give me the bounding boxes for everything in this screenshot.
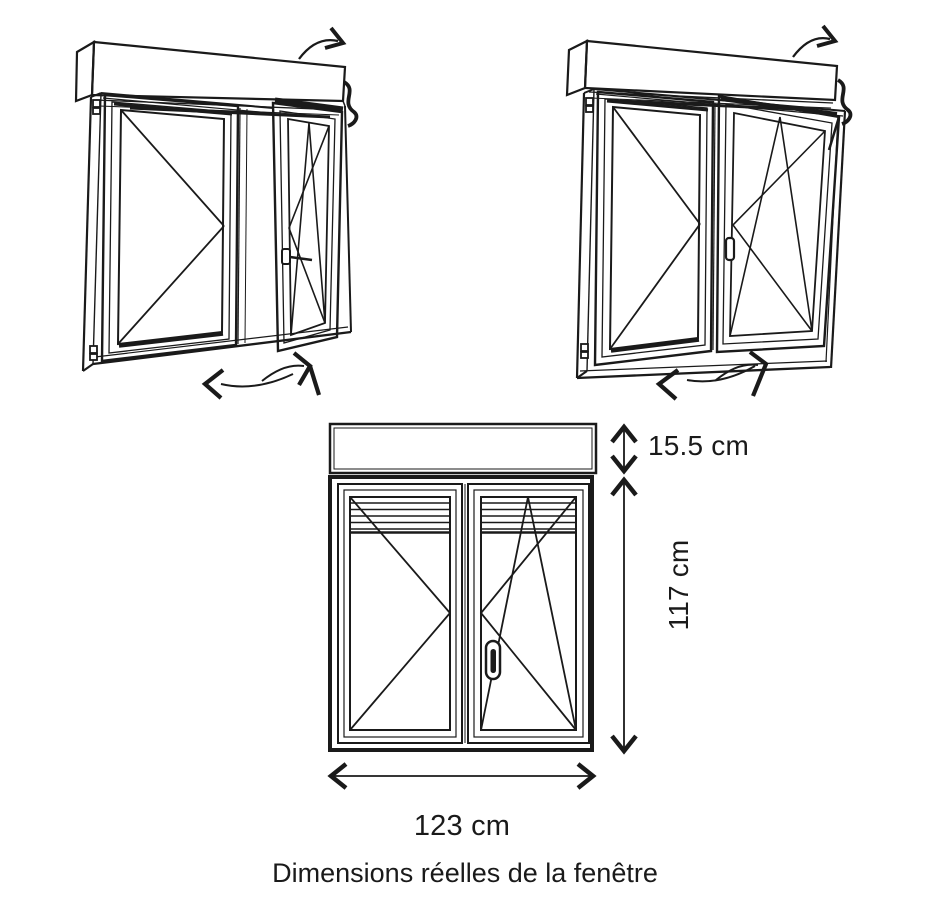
hinge-icon	[580, 97, 594, 359]
right-sash	[467, 483, 590, 744]
handle-icon	[484, 639, 502, 681]
roller-rotation-arrow-icon	[792, 24, 839, 58]
casement-opening-symbol	[349, 496, 451, 731]
handle-icon	[281, 248, 291, 265]
left-sash	[337, 483, 463, 744]
dimension-arrow-window-width	[327, 762, 597, 790]
swing-arrows-icon	[201, 351, 322, 400]
drawing-front-view-dimensions	[327, 422, 638, 790]
drawing-tilted-window-perspective	[565, 24, 853, 401]
hinge-icon	[89, 99, 101, 361]
shutter-box	[328, 422, 598, 475]
figure-caption: Dimensions réelles de la fenêtre	[272, 858, 658, 888]
shutter-slats	[481, 502, 576, 534]
right-sash-open	[271, 97, 344, 353]
drawing-open-window-perspective	[74, 26, 359, 400]
dimension-arrow-window-height	[610, 476, 638, 755]
swing-arrows-icon	[655, 350, 769, 401]
dimension-label-window-height: 117 cm	[663, 539, 694, 631]
window-frame	[81, 92, 352, 372]
strap-squiggle-icon	[836, 78, 853, 126]
handle-icon	[724, 236, 736, 262]
dimension-arrow-box-height	[610, 423, 638, 475]
dimension-label-window-width: 123 cm	[413, 810, 511, 842]
right-sash-tilted	[715, 94, 841, 354]
window-frame	[328, 475, 594, 752]
left-sash-closed	[593, 90, 715, 367]
strap-squiggle-icon	[342, 80, 359, 128]
roller-rotation-arrow-icon	[298, 26, 347, 60]
turn-opening-symbol	[479, 496, 577, 731]
left-sash-closed	[100, 93, 240, 363]
shutter-slats	[350, 502, 450, 534]
dimension-label-box-height: 15.5 cm	[648, 430, 749, 461]
